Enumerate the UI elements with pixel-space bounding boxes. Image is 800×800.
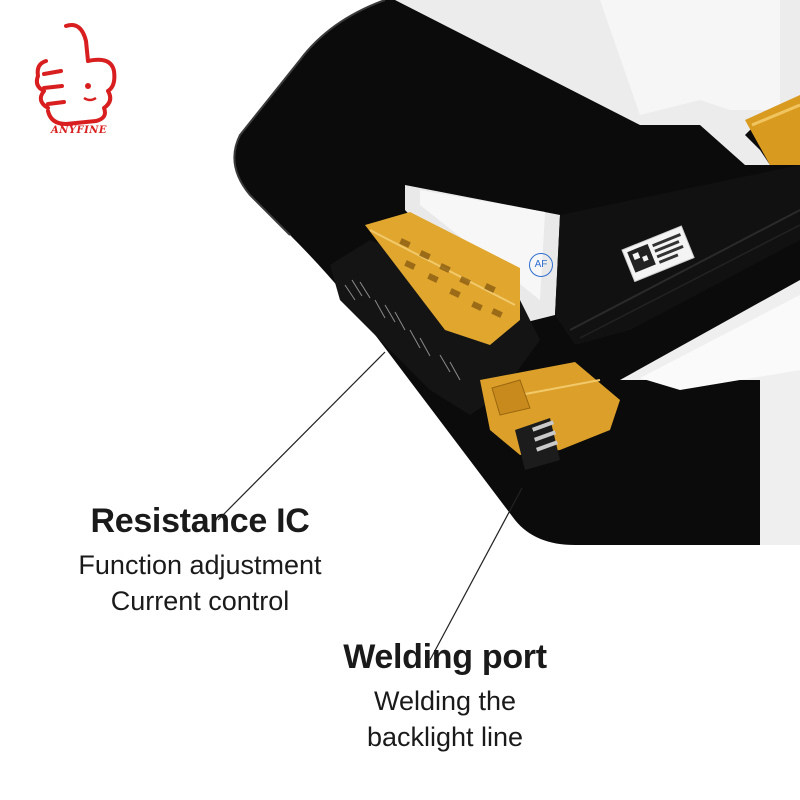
af-badge: AF [529,253,553,277]
callout-title: Welding port [343,638,547,676]
lcd-panel-edge [233,0,386,236]
callout-welding-port: Welding port Welding the backlight line [310,638,580,755]
gold-pad [491,379,531,416]
brand-name: ANYFINE [50,125,108,136]
callout-line: Welding the [373,686,517,716]
callout-title: Resistance IC [90,502,310,540]
callout-line: Current control [110,586,290,616]
leader-line-resistance-ic [217,351,386,521]
leader-line-welding-port [429,487,523,661]
callout-line: backlight line [366,722,524,752]
pcb-board [330,240,540,415]
callout-resistance-ic: Resistance IC Function adjustment Curren… [50,502,350,619]
flex-cable-top [745,95,800,165]
callout-line: Function adjustment [78,550,322,580]
welding-port-contacts [515,418,560,470]
frame-top-inner [405,0,780,115]
label-sticker [621,225,695,283]
thumbs-up-icon [34,23,117,126]
